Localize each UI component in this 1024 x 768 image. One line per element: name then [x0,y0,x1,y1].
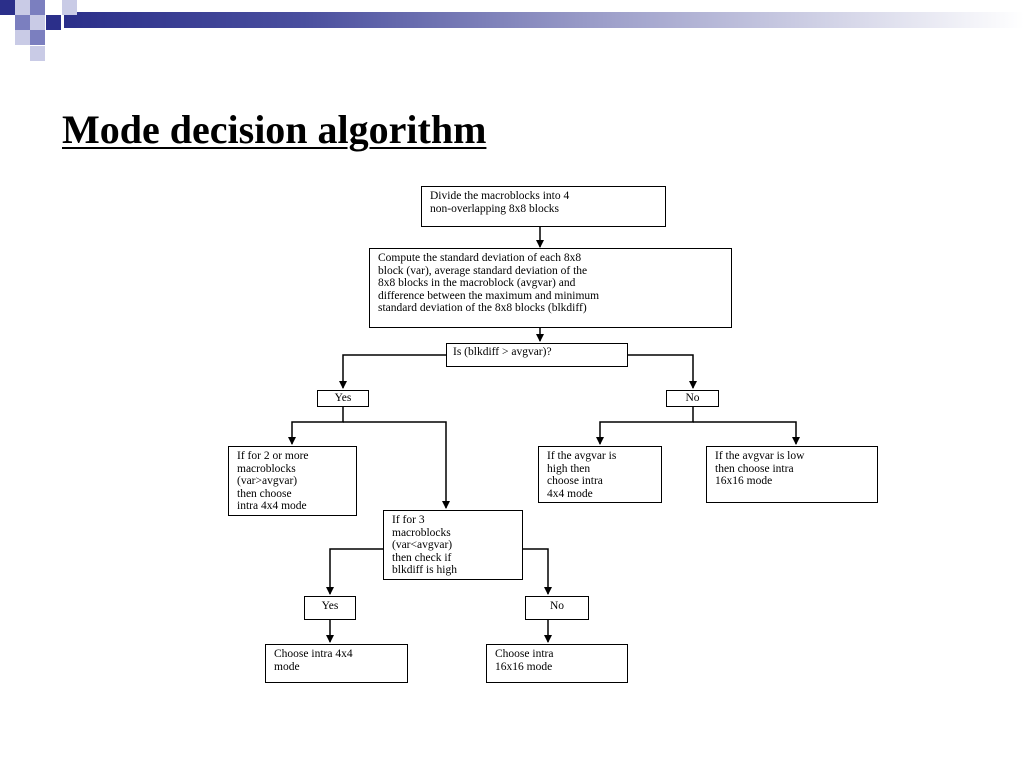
node-yes-bottom: Yes [304,596,356,620]
connector-decision-yes [339,354,446,389]
slide-title: Mode decision algorithm [62,107,487,152]
banner-square [46,15,61,30]
node-three-macroblocks: If for 3 macroblocks (var<avgvar) then c… [383,510,523,580]
slide-banner [0,0,1024,61]
banner-square [0,0,15,15]
banner-square [15,30,30,45]
connector-no-avgvarlow [693,421,800,445]
banner-square [30,30,45,45]
node-divide-macroblocks: Divide the macroblocks into 4 non-overla… [421,186,666,227]
banner-square [30,0,45,15]
banner-square [30,46,45,61]
connector-three-yes [326,548,383,595]
node-no-bottom: No [525,596,589,620]
connector-yes-threeblocks [343,421,450,509]
banner-gradient-bar [64,12,1024,28]
node-choose-intra-16x16: Choose intra 16x16 mode [486,644,628,683]
node-two-or-more-macroblocks: If for 2 or more macroblocks (var>avgvar… [228,446,357,516]
node-avgvar-low: If the avgvar is low then choose intra 1… [706,446,878,503]
node-yes-top: Yes [317,390,369,407]
banner-square [15,0,30,15]
node-no-top: No [666,390,719,407]
connector-yes-twoormore [288,407,344,445]
banner-square [62,0,77,15]
node-choose-intra-4x4: Choose intra 4x4 mode [265,644,408,683]
banner-square [15,15,30,30]
banner-square [30,15,45,30]
connector-decision-no [628,354,697,389]
node-decision-blkdiff: Is (blkdiff > avgvar)? [446,343,628,367]
connector-three-no [523,548,552,595]
connector-no-avgvarhigh [596,407,694,445]
node-avgvar-high: If the avgvar is high then choose intra … [538,446,662,503]
node-compute-deviation: Compute the standard deviation of each 8… [369,248,732,328]
